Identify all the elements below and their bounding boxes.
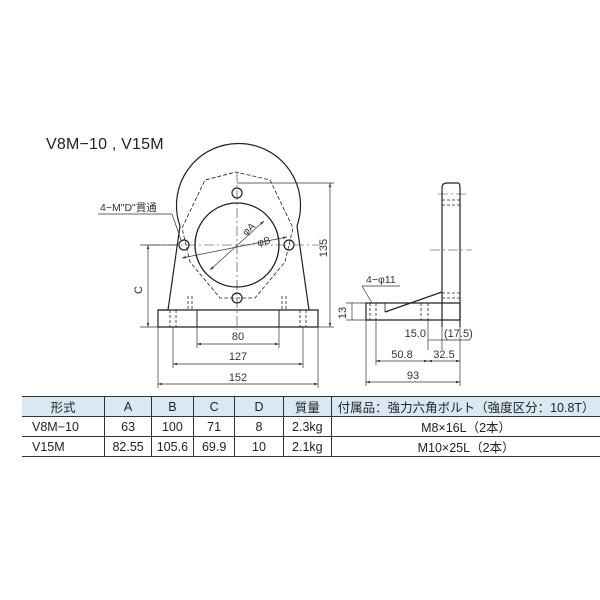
- cell-accessory: M8×16L（2本）: [331, 416, 600, 437]
- height-135-label: 135: [318, 239, 330, 257]
- phi-b-label: φB: [256, 235, 271, 249]
- dim-152-label: 152: [229, 372, 247, 384]
- header-accessory: 付属品：強力六角ボルト（強度区分：10.8T）: [331, 396, 600, 417]
- cell-a: 82.55: [104, 436, 152, 457]
- spec-table: 形式 A B C D 質量 付属品：強力六角ボルト（強度区分：10.8T） V8…: [22, 396, 600, 457]
- header-model: 形式: [22, 396, 106, 417]
- cell-model: V15M: [22, 436, 106, 457]
- header-a: A: [104, 396, 152, 417]
- header-d: D: [234, 396, 284, 417]
- table-row: V8M−10 63 100 71 8 2.3kg M8×16L（2本）: [22, 416, 600, 437]
- c-dimension-label: C: [133, 286, 145, 294]
- cell-d: 10: [234, 436, 284, 457]
- cell-c: 69.9: [192, 436, 236, 457]
- dim-15-label: 15.0: [405, 328, 426, 340]
- cell-model: V8M−10: [22, 416, 106, 437]
- cell-accessory: M10×25L（2本）: [331, 436, 600, 457]
- header-c: C: [192, 396, 236, 417]
- dim-17-5-label: (17.5): [444, 328, 473, 340]
- front-view: [157, 142, 319, 328]
- phi-a-label: φA: [241, 221, 258, 238]
- page-title: V8M−10 , V15M: [46, 136, 164, 153]
- dim-80-label: 80: [232, 331, 244, 343]
- table-header-row: 形式 A B C D 質量 付属品：強力六角ボルト（強度区分：10.8T）: [22, 396, 600, 417]
- dim-127-label: 127: [229, 351, 247, 363]
- cell-mass: 2.1kg: [282, 436, 333, 457]
- side-hole-callout: 4−φ11: [366, 274, 396, 286]
- dim-93-label: 93: [407, 370, 419, 382]
- cell-b: 105.6: [150, 436, 194, 457]
- dim-32-5-label: 32.5: [433, 349, 454, 361]
- side-view: [365, 182, 461, 327]
- dim-13-label: 13: [337, 307, 349, 319]
- cell-b: 100: [150, 416, 194, 437]
- cell-mass: 2.3kg: [282, 416, 333, 437]
- cell-c: 71: [192, 416, 236, 437]
- header-mass: 質量: [282, 396, 333, 417]
- cell-a: 63: [104, 416, 152, 437]
- dim-50-8-label: 50.8: [391, 349, 412, 361]
- tapped-hole-callout: 4−M"D"貫通: [100, 202, 157, 214]
- table-row: V15M 82.55 105.6 69.9 10 2.1kg M10×25L（2…: [22, 436, 600, 457]
- cell-d: 8: [234, 416, 284, 437]
- header-b: B: [150, 396, 194, 417]
